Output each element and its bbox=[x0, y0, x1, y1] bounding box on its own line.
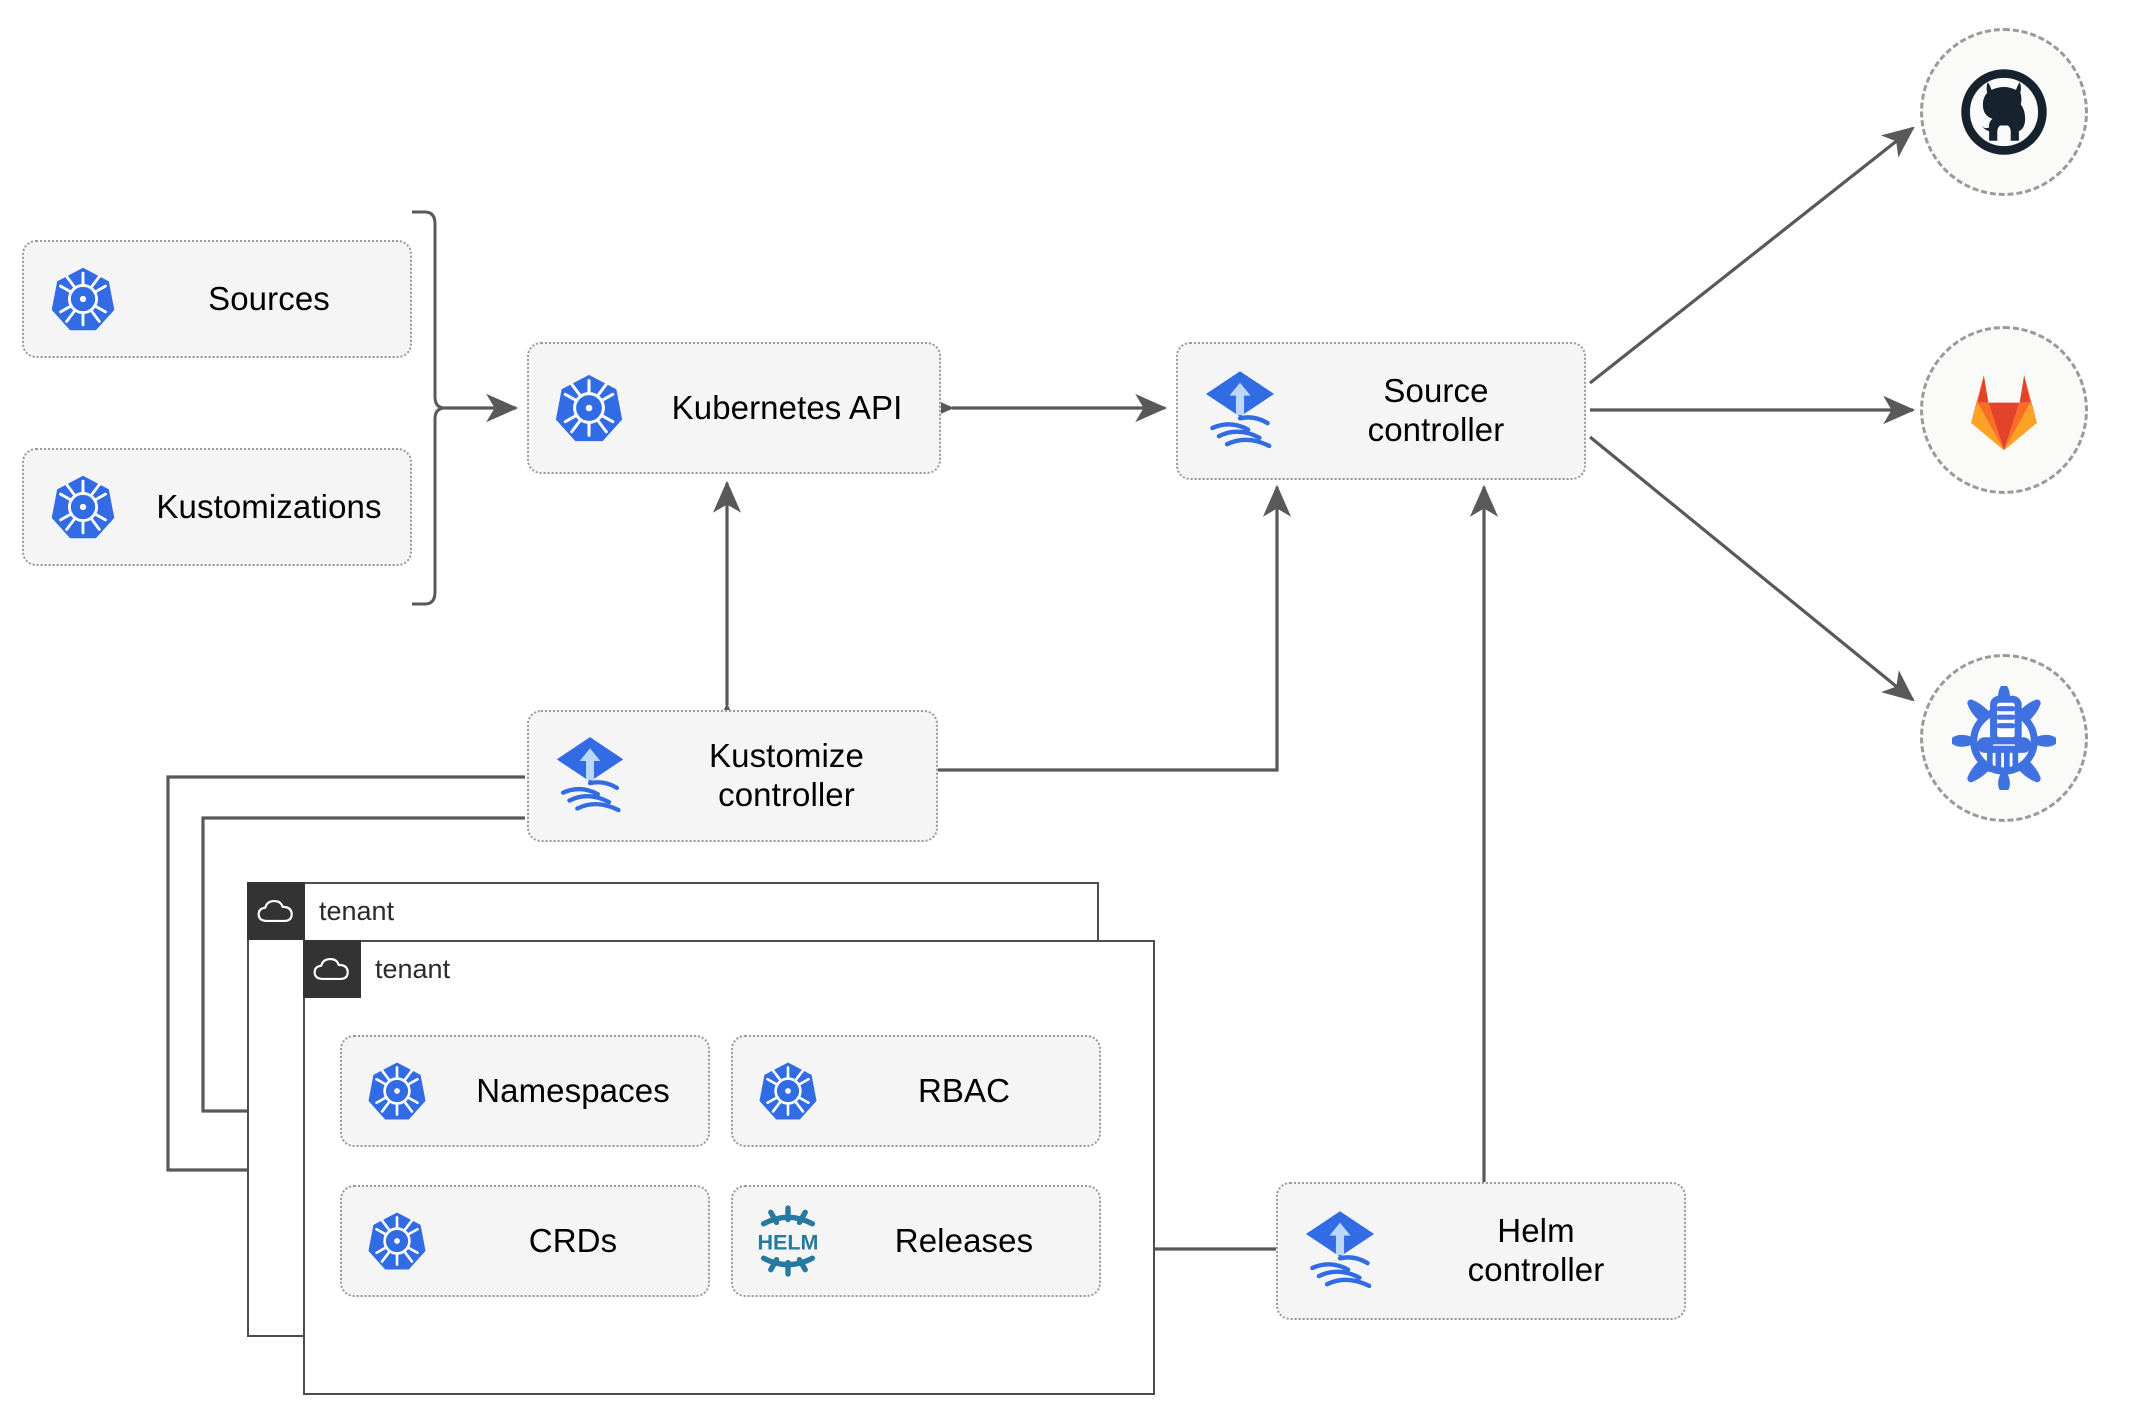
edge-kustomize-sourcecontroller bbox=[938, 484, 1292, 772]
kubernetes-icon bbox=[529, 372, 649, 444]
tenant-label: tenant bbox=[319, 896, 395, 926]
flux-icon bbox=[529, 734, 651, 818]
kubernetes-icon bbox=[24, 473, 142, 541]
service-helm-repository[interactable] bbox=[1920, 654, 2088, 822]
edge-resources-bracket bbox=[412, 210, 446, 606]
node-label: Source controller bbox=[1367, 372, 1505, 448]
node-label: Releases bbox=[894, 1221, 1034, 1259]
helm-icon: HELM bbox=[733, 1205, 843, 1277]
service-github[interactable] bbox=[1920, 28, 2088, 196]
node-releases[interactable]: HELM Releases bbox=[731, 1185, 1101, 1297]
node-kustomize-controller[interactable]: Kustomize controller bbox=[527, 710, 938, 842]
node-label: CRDs bbox=[528, 1221, 618, 1259]
node-rbac[interactable]: RBAC bbox=[731, 1035, 1101, 1147]
tenant-container-front[interactable]: tenant bbox=[302, 939, 1155, 1395]
kubernetes-icon bbox=[342, 1210, 452, 1272]
kubernetes-icon bbox=[342, 1060, 452, 1122]
node-label: Kubernetes API bbox=[671, 388, 903, 426]
tenant-label: tenant bbox=[375, 954, 451, 984]
node-label: Kustomizations bbox=[156, 487, 382, 525]
edge-source-helmrepo bbox=[1588, 435, 1915, 702]
node-kustomizations[interactable]: Kustomizations bbox=[22, 448, 412, 566]
node-kubernetes-api[interactable]: Kubernetes API bbox=[527, 342, 941, 474]
kubernetes-icon bbox=[733, 1060, 843, 1122]
flux-icon bbox=[1178, 368, 1302, 454]
node-label: Sources bbox=[208, 279, 330, 317]
service-gitlab[interactable] bbox=[1920, 326, 2088, 494]
node-label: Helm controller bbox=[1467, 1212, 1605, 1288]
kubernetes-icon bbox=[24, 265, 142, 333]
node-source-controller[interactable]: Source controller bbox=[1176, 342, 1586, 480]
cloud-icon bbox=[302, 939, 361, 998]
github-icon bbox=[1961, 69, 2047, 155]
node-crds[interactable]: CRDs bbox=[340, 1185, 710, 1297]
gitlab-icon bbox=[1971, 375, 2037, 451]
node-label: RBAC bbox=[917, 1071, 1011, 1109]
edge-source-github bbox=[1589, 126, 1915, 385]
flux-icon bbox=[1278, 1208, 1402, 1294]
cloud-icon bbox=[246, 881, 305, 940]
node-helm-controller[interactable]: Helm controller bbox=[1276, 1182, 1686, 1320]
node-namespaces[interactable]: Namespaces bbox=[340, 1035, 710, 1147]
svg-text:HELM: HELM bbox=[758, 1231, 819, 1255]
node-label: Namespaces bbox=[476, 1071, 670, 1109]
node-sources[interactable]: Sources bbox=[22, 240, 412, 358]
helm-chart-repository-icon bbox=[1952, 686, 2056, 790]
node-label: Kustomize controller bbox=[709, 737, 864, 813]
